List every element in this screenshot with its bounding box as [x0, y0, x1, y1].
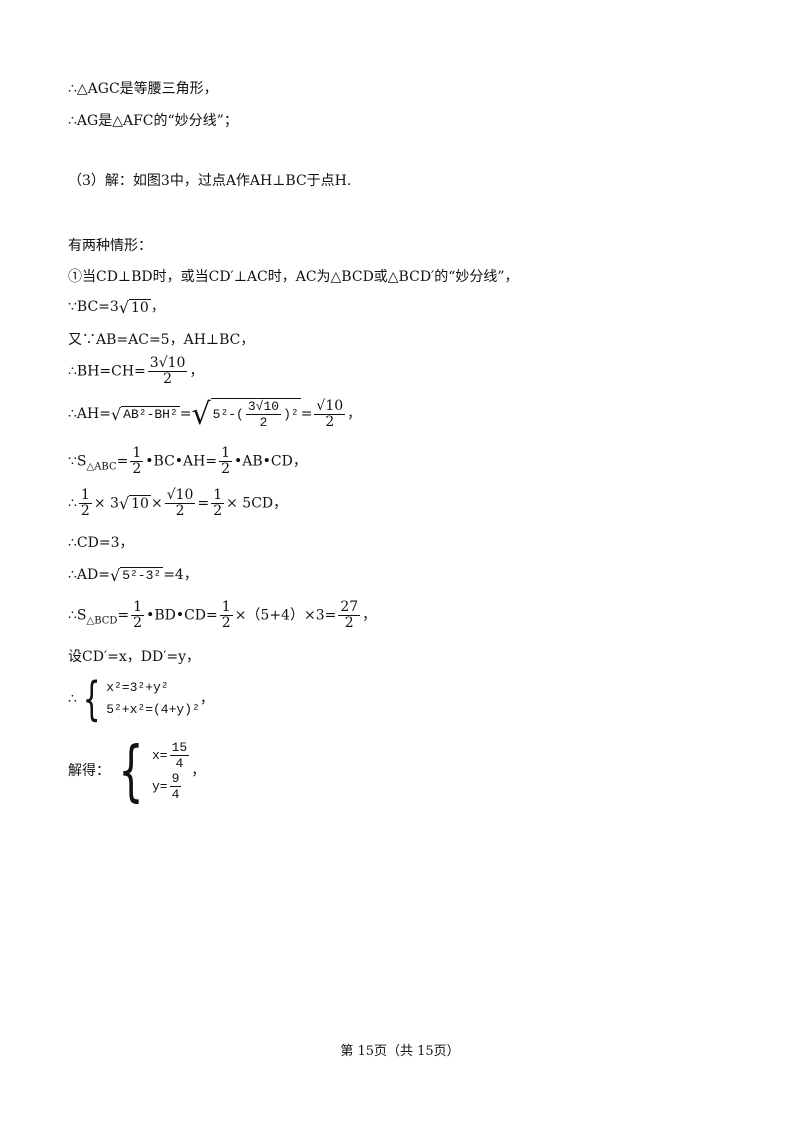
- line-16: ∴ { x²=3²+y² 5²+x²=(4+y)² ，: [68, 672, 214, 726]
- line-15: 设CD′=x，DD′=y，: [68, 649, 201, 665]
- page-footer: 第 15页（共 15页）: [340, 1044, 460, 1059]
- line-1: ∴△AGC是等腰三角形，: [68, 81, 218, 97]
- left-brace: {: [118, 732, 144, 809]
- line-6: ∵BC=3√10，: [68, 297, 165, 317]
- line-13: ∴AD=√5²-3²=4，: [68, 565, 198, 585]
- line-7: 又∵AB=AC=5，AH⊥BC，: [68, 332, 255, 348]
- line-3: （3）解：如图3中，过点A作AH⊥BC于点H.: [68, 173, 352, 189]
- line-5: ①当CD⊥BD时，或当CD′⊥AC时，AC为△BCD或△BCD′的“妙分线”，: [68, 269, 519, 285]
- line-2: ∴AG是△AFC的“妙分线”；: [68, 113, 238, 129]
- left-brace: {: [82, 672, 101, 726]
- line-4: 有两种情形：: [68, 238, 152, 254]
- line-12: ∴CD=3，: [68, 535, 134, 551]
